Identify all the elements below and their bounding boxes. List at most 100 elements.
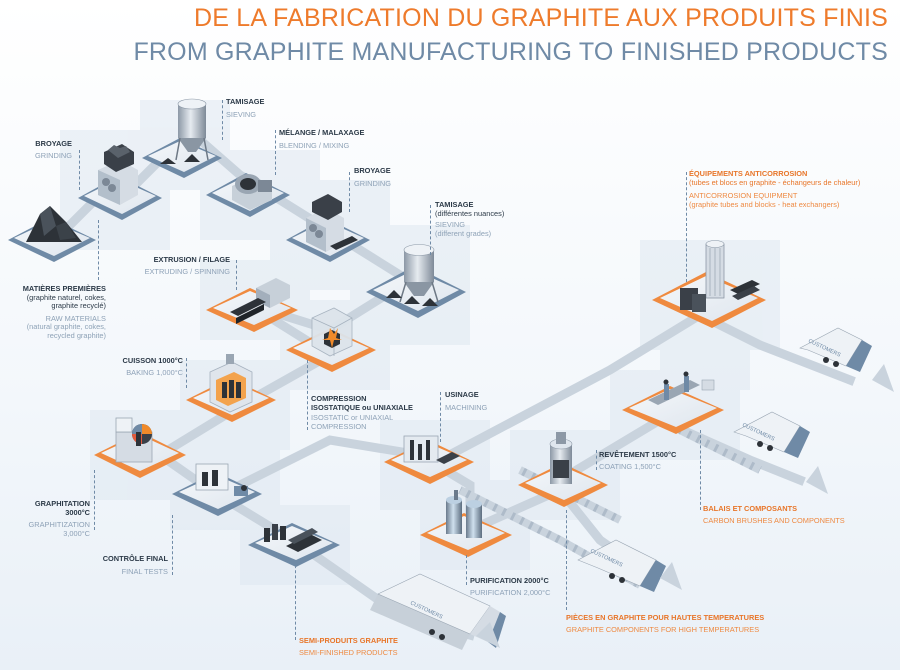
label-machining: USINAGE MACHINING bbox=[445, 390, 488, 412]
platform-sieving1 bbox=[142, 138, 222, 178]
label-purification-fr: PURIFICATION 2000°C bbox=[470, 576, 549, 585]
label-brushes-fr: BALAIS ET COMPOSANTS bbox=[703, 504, 798, 513]
label-purification-en: PURIFICATION 2,000°C bbox=[470, 587, 551, 597]
sieving-silo-1 bbox=[160, 98, 209, 164]
leader-brushes bbox=[700, 430, 701, 510]
title-english: FROM GRAPHITE MANUFACTURING TO FINISHED … bbox=[133, 38, 888, 66]
label-anticorrosion-en: ANTICORROSION EQUIPMENT bbox=[689, 191, 798, 201]
truck-semi: CUSTOMERS bbox=[370, 573, 506, 650]
label-machining-fr: USINAGE bbox=[445, 390, 479, 399]
leader-mixing bbox=[275, 130, 276, 175]
leader-grinding1 bbox=[79, 150, 80, 190]
label-sieving-2: TAMISAGE (différentes nuances) SIEVING (… bbox=[435, 200, 505, 238]
label-semi-fr: SEMI-PRODUITS GRAPHITE bbox=[299, 636, 398, 645]
background-panels bbox=[60, 100, 780, 585]
label-sieving2-en: SIEVING bbox=[435, 220, 465, 230]
label-mixing: MÉLANGE / MALAXAGE BLENDING / MIXING bbox=[279, 128, 365, 150]
grinder-machine-2 bbox=[306, 194, 358, 252]
label-sieving1-fr: TAMISAGE bbox=[226, 97, 265, 106]
brushes-assembly-line bbox=[648, 371, 715, 405]
label-anticorrosion-fr-sub: (tubes et blocs en graphite - échangeurs… bbox=[689, 177, 861, 187]
label-sieving-1: TAMISAGE SIEVING bbox=[226, 97, 265, 119]
label-raw-materials: MATIÈRES PREMIÈRES (graphite naturel, co… bbox=[16, 284, 106, 341]
label-baking-fr: CUISSON 1000°C bbox=[122, 356, 183, 365]
label-high-temperature: PIÈCES EN GRAPHITE POUR HAUTES TEMPERATU… bbox=[566, 613, 764, 634]
truck-hightemp: CUSTOMERS bbox=[577, 539, 666, 592]
label-compression-en-sub: COMPRESSION bbox=[311, 421, 367, 431]
label-purification: PURIFICATION 2000°C PURIFICATION 2,000°C bbox=[470, 576, 551, 597]
leader-machining bbox=[440, 392, 441, 442]
label-final-en: FINAL TESTS bbox=[121, 566, 168, 576]
title-french: DE LA FABRICATION DU GRAPHITE AUX PRODUI… bbox=[194, 4, 888, 32]
leader-extrusion bbox=[236, 260, 237, 290]
label-graphitization-fr-sub: 3000°C bbox=[65, 507, 90, 517]
label-final-fr: CONTRÔLE FINAL bbox=[102, 554, 168, 563]
platform-brushes bbox=[622, 386, 724, 434]
label-coating: REVÊTEMENT 1500°C COATING 1,500°C bbox=[599, 450, 677, 471]
leader-semi bbox=[295, 560, 296, 640]
customer-arrows bbox=[476, 364, 894, 648]
isostatic-press bbox=[311, 307, 353, 357]
label-machining-en: MACHINING bbox=[445, 402, 488, 412]
label-sieving1-en: SIEVING bbox=[226, 109, 256, 119]
label-mixing-fr: MÉLANGE / MALAXAGE bbox=[279, 128, 365, 137]
label-semi-finished: SEMI-PRODUITS GRAPHITE SEMI-FINISHED PRO… bbox=[299, 636, 398, 657]
label-sieving2-fr: TAMISAGE bbox=[435, 200, 474, 209]
label-compression-fr-sub: ISOSTATIQUE ou UNIAXIALE bbox=[311, 402, 413, 412]
label-extrusion-fr: EXTRUSION / FILAGE bbox=[153, 255, 230, 264]
leader-grinding2 bbox=[349, 172, 350, 212]
label-extrusion-en: EXTRUDING / SPINNING bbox=[144, 266, 230, 276]
label-grinding1-fr: BROYAGE bbox=[35, 139, 72, 148]
label-raw-fr-sub: (graphite naturel, cokes, graphite recyc… bbox=[26, 292, 106, 311]
label-sieving2-fr-sub: (différentes nuances) bbox=[435, 208, 505, 218]
label-raw-fr: MATIÈRES PREMIÈRES bbox=[22, 284, 106, 293]
label-coating-fr: REVÊTEMENT 1500°C bbox=[599, 450, 677, 459]
leader-raw bbox=[98, 220, 99, 280]
label-final-tests: CONTRÔLE FINAL FINAL TESTS bbox=[102, 554, 168, 576]
label-semi-en: SEMI-FINISHED PRODUCTS bbox=[299, 647, 398, 657]
leader-hightemp bbox=[566, 510, 567, 610]
label-baking: CUISSON 1000°C BAKING 1,000°C bbox=[122, 356, 183, 377]
heat-exchanger-assembly bbox=[680, 240, 760, 312]
leader-coating bbox=[596, 450, 597, 470]
label-brushes: BALAIS ET COMPOSANTS CARBON BRUSHES AND … bbox=[703, 504, 845, 525]
label-anticorrosion: ÉQUIPEMENTS ANTICORROSION (tubes et bloc… bbox=[689, 169, 861, 209]
label-raw-en-sub: (natural graphite, cokes, recycled graph… bbox=[26, 322, 106, 340]
truck-brushes: CUSTOMERS bbox=[733, 411, 810, 458]
leader-compression bbox=[307, 360, 308, 430]
graphitization-furnace bbox=[115, 417, 153, 463]
leader-graphitization bbox=[94, 470, 95, 530]
mixing-drum bbox=[232, 174, 272, 210]
label-grinding1-en: GRINDING bbox=[35, 150, 72, 160]
label-grinding2-en: GRINDING bbox=[354, 178, 391, 188]
label-anticorrosion-fr: ÉQUIPEMENTS ANTICORROSION bbox=[689, 169, 808, 178]
label-coating-en: COATING 1,500°C bbox=[599, 461, 661, 471]
machining-center bbox=[403, 435, 460, 464]
label-grinding2-fr: BROYAGE bbox=[354, 166, 391, 175]
leader-final bbox=[172, 515, 173, 575]
label-mixing-en: BLENDING / MIXING bbox=[279, 140, 350, 150]
leader-sieving1 bbox=[222, 100, 223, 140]
label-sieving2-en-sub: (different grades) bbox=[435, 228, 492, 238]
label-graphitization-en: GRAPHITIZATION bbox=[28, 520, 90, 530]
leader-sieving2 bbox=[430, 205, 431, 255]
label-graphitization: GRAPHITATION 3000°C GRAPHITIZATION 3,000… bbox=[28, 499, 90, 538]
label-grinding-2: BROYAGE GRINDING bbox=[354, 166, 391, 188]
semi-finished-blocks bbox=[264, 524, 322, 552]
label-baking-en: BAKING 1,000°C bbox=[126, 367, 183, 377]
label-extrusion: EXTRUSION / FILAGE EXTRUDING / SPINNING bbox=[144, 255, 230, 276]
extrusion-press bbox=[230, 278, 290, 324]
label-anticorrosion-en-sub: (graphite tubes and blocks - heat exchan… bbox=[689, 199, 840, 209]
label-compression-en: ISOSTATIC or UNIAXIAL bbox=[311, 413, 394, 423]
sieving-silo-2 bbox=[386, 244, 439, 306]
leader-anticorrosion bbox=[686, 172, 687, 282]
label-compression-fr: COMPRESSION bbox=[311, 394, 367, 403]
leader-purification bbox=[466, 555, 467, 585]
label-raw-en: RAW MATERIALS bbox=[45, 313, 106, 323]
platform-anticorrosion bbox=[652, 272, 766, 328]
coating-reactor bbox=[549, 432, 573, 484]
grinder-machine-1 bbox=[98, 144, 138, 205]
baking-furnace bbox=[209, 354, 253, 413]
